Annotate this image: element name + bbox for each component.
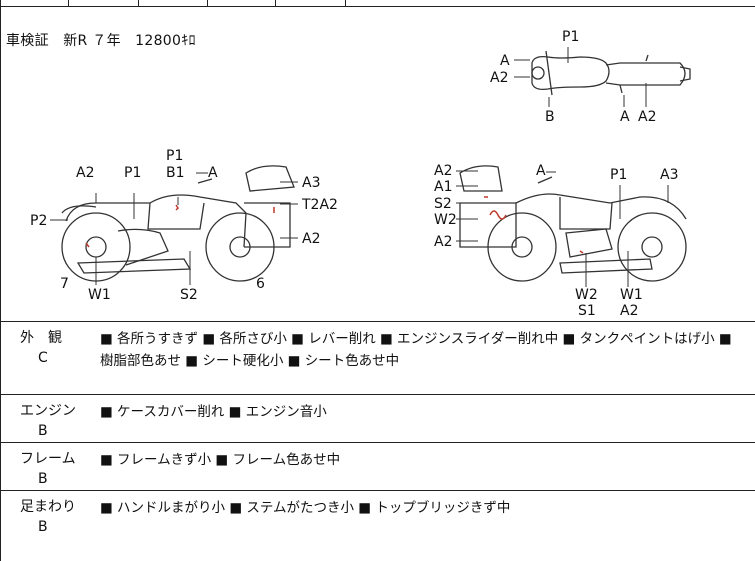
left-side-view: [61, 165, 295, 282]
label-left-p2: P2: [30, 213, 47, 229]
label-left-a2-rear: A2: [302, 231, 320, 247]
registration-info: 車検証 新R ７年 12800ｷﾛ: [6, 33, 196, 49]
top-view-markers: [514, 47, 647, 107]
label-left-a: A: [208, 165, 218, 181]
section-category: エンジン: [20, 403, 76, 419]
notes-line: ■ 各所うすきず ■ 各所さび小 ■ レバー削れ ■ エンジンスライダー削れ中 …: [100, 331, 732, 347]
section-notes: ■ ケースカバー削れ ■ エンジン音小: [100, 401, 750, 423]
section-notes: ■ 各所うすきず ■ 各所さび小 ■ レバー削れ ■ エンジンスライダー削れ中 …: [100, 328, 750, 372]
label-top-p1: P1: [562, 29, 579, 45]
notes-line: ■ フレームきず小 ■ フレーム色あせ中: [100, 452, 341, 468]
section-grade: C: [38, 350, 48, 366]
section-category: 足まわり: [20, 499, 76, 515]
left-view-markers: [50, 172, 298, 285]
label-left-s2: S2: [180, 287, 198, 303]
label-left-w1: W1: [88, 287, 111, 303]
section-grade: B: [38, 519, 48, 535]
label-right-a3: A3: [660, 167, 678, 183]
label-right-p1: P1: [610, 167, 627, 183]
section-suspension: 足まわり B ■ ハンドルまがり小 ■ ステムがたつき小 ■ トップブリッジきず…: [0, 491, 755, 561]
label-right-w2-bottom: W2: [575, 287, 598, 303]
right-view-labels: A2 A1 S2 W2 A2 A P1 A3 W2 S1 W1 A2: [434, 163, 678, 319]
left-view-damage-marks: [85, 204, 275, 248]
section-notes: ■ フレームきず小 ■ フレーム色あせ中: [100, 449, 750, 471]
label-top-a2: A2: [490, 70, 508, 86]
notes-line: ■ ケースカバー削れ ■ エンジン音小: [100, 404, 327, 420]
label-left-a3: A3: [302, 175, 320, 191]
right-view-damage-marks: [484, 196, 584, 254]
label-top-a-rear: A: [620, 109, 630, 125]
section-grade: B: [38, 423, 48, 439]
motorcycle-diagram: A A2 P1 B A A2: [30, 29, 691, 319]
top-view-labels: A A2 P1 B A A2: [490, 29, 656, 125]
label-right-a2-top: A2: [434, 163, 452, 179]
notes-line: ■ ハンドルまがり小 ■ ステムがたつき小 ■ トップブリッジきず中: [100, 500, 511, 516]
label-right-a1: A1: [434, 179, 452, 195]
label-left-6: 6: [256, 276, 265, 292]
label-top-a2-rear: A2: [638, 109, 656, 125]
label-right-w1: W1: [620, 287, 643, 303]
left-view-labels: P1 B1 A A2 P1 A3 T2A2 P2 A2 7 W1 S2 6: [30, 148, 338, 303]
label-left-a2: A2: [76, 165, 94, 181]
section-engine: エンジン B ■ ケースカバー削れ ■ エンジン音小: [0, 395, 755, 443]
section-category: 外 観: [20, 330, 62, 346]
section-exterior: 外 観 C ■ 各所うすきず ■ 各所さび小 ■ レバー削れ ■ エンジンスライ…: [0, 322, 755, 395]
notes-line: 樹脂部色あせ ■ シート硬化小 ■ シート色あせ中: [100, 353, 400, 369]
right-side-view: [459, 165, 687, 282]
damage-diagram-panel: 車検証 新R ７年 12800ｷﾛ A A2 P1: [0, 7, 755, 322]
label-top-b: B: [545, 109, 555, 125]
label-right-s1: S1: [578, 303, 596, 319]
label-right-a2: A2: [434, 234, 452, 250]
label-right-a2-bottom: A2: [620, 303, 638, 319]
label-right-a: A: [536, 163, 546, 179]
section-frame: フレーム B ■ フレームきず小 ■ フレーム色あせ中: [0, 443, 755, 491]
section-grade: B: [38, 471, 48, 487]
section-category: フレーム: [20, 451, 76, 467]
top-table-strip: [0, 0, 755, 6]
label-top-a: A: [500, 53, 510, 69]
label-left-7: 7: [60, 276, 69, 292]
top-view: [531, 50, 691, 96]
label-left-b1: B1: [166, 165, 185, 181]
label-right-w2: W2: [434, 212, 457, 228]
label-left-t2a2: T2A2: [301, 197, 338, 213]
right-view-markers: [456, 170, 669, 287]
label-right-s2: S2: [434, 196, 452, 212]
section-notes: ■ ハンドルまがり小 ■ ステムがたつき小 ■ トップブリッジきず中: [100, 497, 750, 519]
label-left-p1-top: P1: [166, 148, 183, 164]
label-left-p1: P1: [124, 165, 141, 181]
